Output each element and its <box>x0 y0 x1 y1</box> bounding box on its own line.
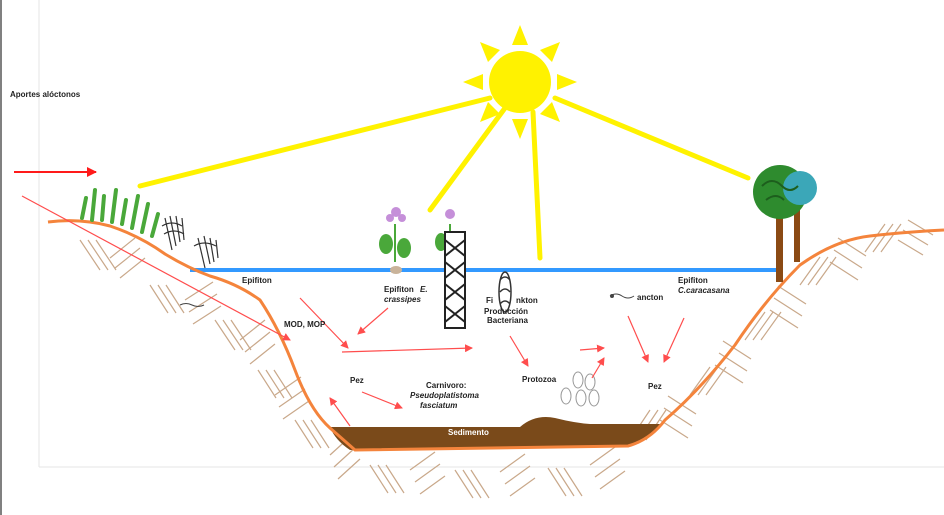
label-allochthonous-inputs: Aportes alóctonos <box>10 90 81 99</box>
label-bacterial-production-1: Producción <box>484 307 529 316</box>
sun-icon <box>463 25 577 139</box>
riverbed-outline <box>47 219 944 452</box>
zooplankton-icon <box>179 293 635 307</box>
label-eichhornia-species: crassipes <box>384 295 421 304</box>
label-fasciatum: fasciatum <box>420 401 458 410</box>
sunlight-rays <box>137 95 751 261</box>
plankton-icon <box>444 231 466 329</box>
label-mod-mop: MOD, MOP <box>284 320 326 329</box>
label-caracasana: C.caracasana <box>678 286 730 295</box>
label-bacterial-production-2: Bacteriana <box>487 316 528 325</box>
input-diagonal-arrow <box>21 195 291 341</box>
label-plankton-right: nkton <box>516 296 538 305</box>
sediment-layer <box>330 417 660 450</box>
label-sediment: Sedimento <box>448 428 489 437</box>
food-web-arrows <box>299 297 685 427</box>
label-eichhornia-genus: E. <box>420 285 428 294</box>
bank-hatching <box>79 219 934 499</box>
label-fish-right: Pez <box>648 382 662 391</box>
emergent-plant-icon <box>161 215 219 269</box>
label-protozoa: Protozoa <box>522 375 557 384</box>
label-carnivore: Carnivoro: <box>426 381 467 390</box>
label-plankton-left: Fi <box>486 296 494 305</box>
label-fish-left: Pez <box>350 376 364 385</box>
phytoplankton-icon <box>498 271 512 313</box>
label-pseudoplatistoma: Pseudoplatistoma <box>410 391 479 400</box>
label-zooplankton: ancton <box>637 293 664 302</box>
grass-icon <box>80 188 160 238</box>
protozoa-icon <box>560 371 600 407</box>
label-epiphyton-right: Epifiton <box>678 276 708 285</box>
tree-icon <box>753 165 817 282</box>
label-epiphyton-mid: Epifiton <box>384 285 414 294</box>
label-epiphyton-left: Epifiton <box>242 276 272 285</box>
